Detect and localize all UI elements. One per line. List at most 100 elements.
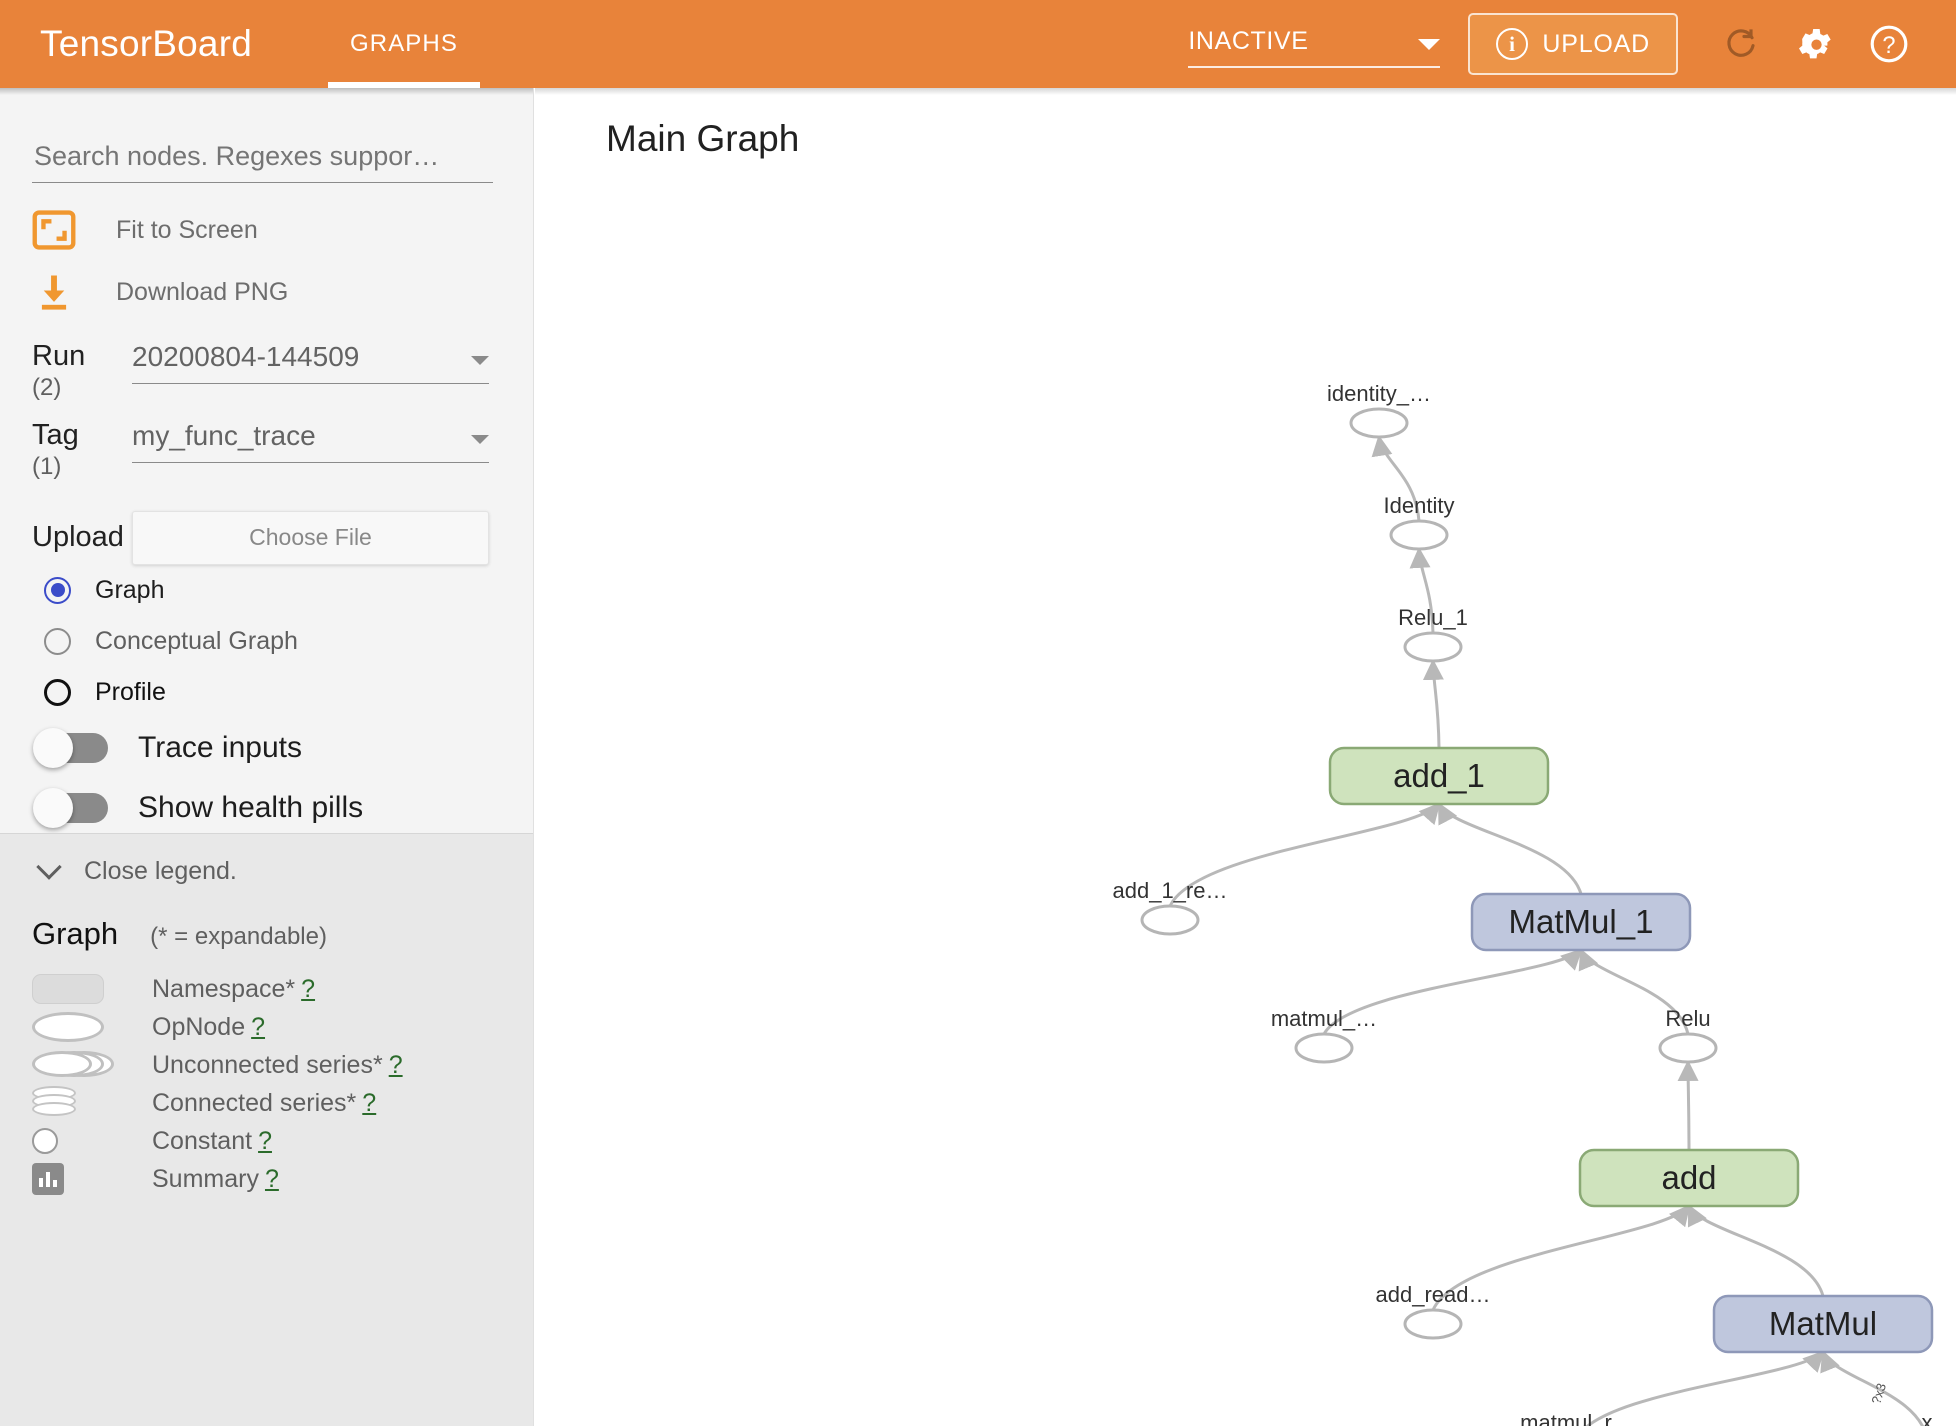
download-icon xyxy=(32,270,94,314)
radio-graph[interactable]: Graph xyxy=(44,565,533,616)
tag-field: Tag (1) my_func_trace xyxy=(32,420,533,481)
toggle-show-health-pills-switch[interactable] xyxy=(33,787,108,828)
info-icon: i xyxy=(1496,28,1529,60)
help-link[interactable]: ? xyxy=(362,1088,377,1117)
tag-label-text: Tag xyxy=(32,418,79,451)
node-label: MatMul xyxy=(1769,1305,1877,1342)
close-legend-button[interactable]: Close legend. xyxy=(36,834,533,908)
graph-node-identity_out[interactable]: identity_… xyxy=(1327,381,1431,439)
graph-edge xyxy=(1168,802,1441,907)
refresh-icon[interactable] xyxy=(1714,17,1768,71)
help-link[interactable]: ? xyxy=(301,974,316,1003)
graph-edge-label: ?x3 xyxy=(1868,1381,1889,1406)
graph-node-add_1_read[interactable]: add_1_re… xyxy=(1113,878,1228,936)
graph-edge xyxy=(1409,546,1435,634)
upload-field: Upload Choose File xyxy=(32,510,533,565)
search-input[interactable] xyxy=(32,140,493,173)
graph-node-Relu[interactable]: Relu xyxy=(1658,1006,1718,1064)
tag-dropdown[interactable]: my_func_trace xyxy=(132,420,489,463)
legend-label-text: Namespace* xyxy=(152,974,296,1003)
node-label: identity_… xyxy=(1327,381,1431,406)
download-png-button[interactable]: Download PNG xyxy=(32,261,533,323)
toggle-trace-inputs-switch[interactable] xyxy=(33,727,108,768)
legend-item-opnode: OpNode? xyxy=(32,1008,533,1046)
graph-node-Relu_1[interactable]: Relu_1 xyxy=(1398,605,1468,663)
namespace-swatch-icon xyxy=(32,974,118,1004)
run-dropdown[interactable]: 20200804-144509 xyxy=(132,341,489,384)
run-value: 20200804-144509 xyxy=(132,341,360,372)
header-right-controls: INACTIVE i UPLOAD ? xyxy=(1188,13,1956,75)
node-shape xyxy=(1470,892,1692,952)
node-label: add_1_re… xyxy=(1113,878,1228,903)
node-shape xyxy=(1140,904,1200,936)
radio-graph-label: Graph xyxy=(95,575,165,604)
run-count: (2) xyxy=(32,374,62,402)
radio-conceptual-graph-label: Conceptual Graph xyxy=(95,626,298,655)
summary-swatch-icon xyxy=(32,1163,118,1195)
legend-item-label: Unconnected series*? xyxy=(152,1051,403,1080)
run-field-label: Run (2) xyxy=(32,341,132,402)
node-label: x xyxy=(1922,1410,1933,1426)
legend-label-text: Constant xyxy=(152,1126,253,1155)
legend-header: Graph (* = expandable) xyxy=(32,916,533,952)
node-shape xyxy=(1578,1148,1800,1208)
graph-edge xyxy=(1322,948,1583,1035)
opnode-swatch-icon xyxy=(32,1012,118,1042)
node-shape xyxy=(1389,519,1449,551)
choose-file-button[interactable]: Choose File xyxy=(132,510,489,565)
graph-node-matmul_read[interactable]: matmul_r… xyxy=(1520,1410,1634,1426)
toggle-trace-inputs[interactable]: Trace inputs xyxy=(33,718,533,778)
search-field[interactable] xyxy=(32,140,493,183)
graph-edge xyxy=(1431,1204,1691,1311)
radio-profile[interactable]: Profile xyxy=(44,667,533,718)
legend-subtitle: (* = expandable) xyxy=(150,923,327,950)
graph-edge xyxy=(1371,434,1421,522)
gear-icon[interactable] xyxy=(1788,17,1842,71)
legend-item-constant: Constant? xyxy=(32,1122,533,1160)
node-shape xyxy=(1294,1032,1354,1064)
help-link[interactable]: ? xyxy=(264,1164,279,1193)
fit-to-screen-button[interactable]: Fit to Screen xyxy=(32,199,533,261)
radio-profile-indicator xyxy=(44,678,71,706)
tag-count: (1) xyxy=(32,453,62,481)
graph-edge xyxy=(1687,1204,1825,1297)
toggle-show-health-pills[interactable]: Show health pills xyxy=(33,778,533,838)
legend-item-label: Namespace*? xyxy=(152,975,315,1004)
upload-button[interactable]: i UPLOAD xyxy=(1468,13,1678,75)
run-status-dropdown[interactable]: INACTIVE xyxy=(1188,27,1441,68)
graph-node-add_1[interactable]: add_1 xyxy=(1328,746,1550,806)
help-link[interactable]: ? xyxy=(388,1050,403,1079)
node-shape xyxy=(1403,631,1463,663)
graph-node-x[interactable]: x xyxy=(1899,1410,1955,1426)
graph-node-add_read[interactable]: add_read… xyxy=(1376,1282,1491,1340)
graph-edge xyxy=(1677,1059,1699,1151)
node-label: add_read… xyxy=(1376,1282,1491,1307)
graph-title: Main Graph xyxy=(606,118,800,159)
upload-button-label: UPLOAD xyxy=(1542,29,1650,58)
help-link[interactable]: ? xyxy=(251,1012,266,1041)
graph-node-MatMul_1[interactable]: MatMul_1 xyxy=(1470,892,1692,952)
radio-graph-indicator xyxy=(44,576,71,604)
graph-node-add[interactable]: add xyxy=(1578,1148,1800,1208)
radio-conceptual-graph[interactable]: Conceptual Graph xyxy=(44,616,533,667)
node-label: Relu_1 xyxy=(1398,605,1468,630)
legend-item-label: Connected series*? xyxy=(152,1089,376,1118)
toggle-show-health-pills-label: Show health pills xyxy=(138,790,364,824)
graph-edge xyxy=(1437,802,1583,895)
help-icon[interactable]: ? xyxy=(1862,17,1916,71)
graph-edge xyxy=(1578,948,1690,1035)
upload-field-label: Upload xyxy=(32,521,124,554)
graph-node-MatMul[interactable]: MatMul xyxy=(1712,1294,1934,1354)
graph-node-Identity[interactable]: Identity xyxy=(1384,493,1455,551)
legend-label-text: Unconnected series* xyxy=(152,1050,383,1079)
graph-edges: ?x3 xyxy=(1168,434,1925,1426)
unconnected-series-swatch-icon xyxy=(32,1049,118,1081)
help-link[interactable]: ? xyxy=(258,1126,272,1155)
svg-text:?: ? xyxy=(1882,33,1895,59)
tab-graphs[interactable]: GRAPHS xyxy=(328,0,480,88)
app-brand: TensorBoard xyxy=(40,23,252,64)
graph-node-matmul_read_1[interactable]: matmul_… xyxy=(1271,1006,1377,1064)
